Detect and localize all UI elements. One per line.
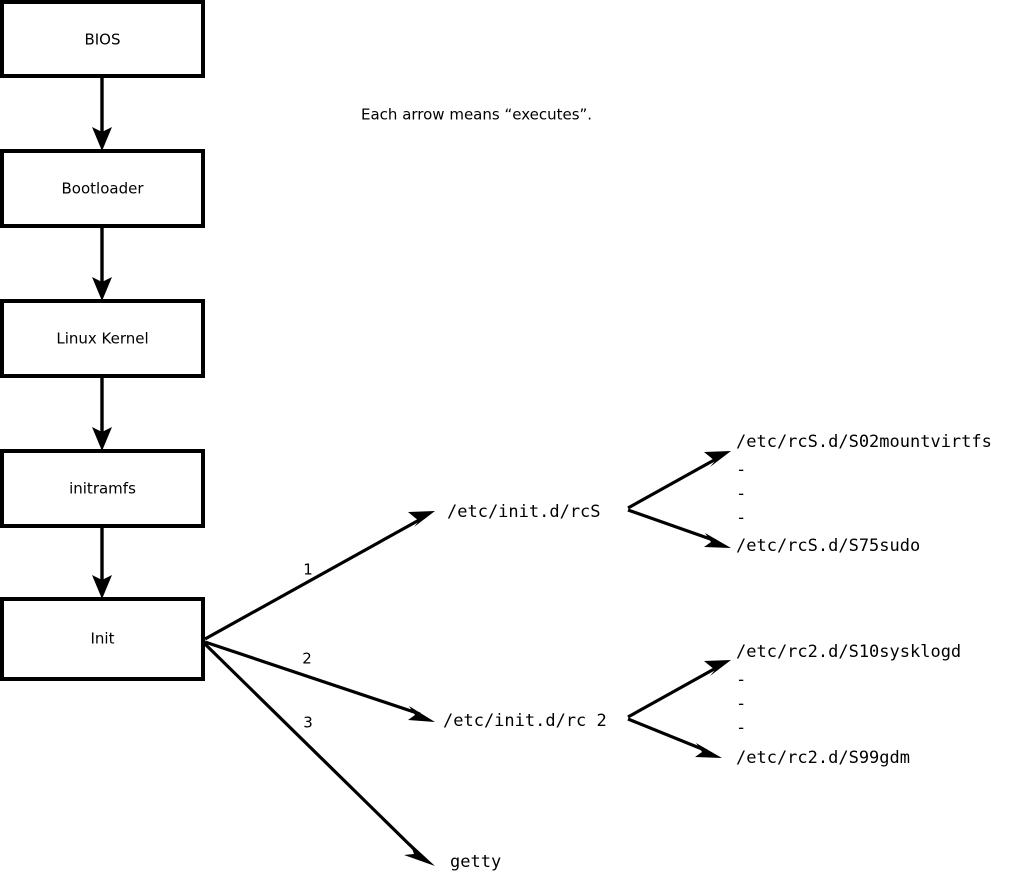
box-bios-label: BIOS bbox=[84, 31, 120, 49]
box-initramfs[interactable]: initramfs bbox=[0, 449, 205, 528]
label-getty: getty bbox=[450, 852, 501, 872]
arrowhead-initramfs-to-init bbox=[92, 575, 112, 599]
arrowhead-rcs-to-last-script bbox=[704, 533, 731, 548]
connector-rc2-to-first-script bbox=[627, 666, 717, 719]
arrowhead-bootloader-to-kernel bbox=[92, 277, 112, 301]
branch-number-1: 1 bbox=[303, 561, 313, 579]
branch-2-init-to-rc2: 2 /etc/init.d/rc 2 bbox=[204, 640, 607, 731]
box-init-rect bbox=[0, 597, 205, 681]
rc2-ellipsis-dash-2: - bbox=[736, 694, 746, 714]
box-init-label: Init bbox=[91, 630, 115, 648]
connector-init-to-rc2 bbox=[204, 640, 421, 716]
box-bootloader-rect bbox=[0, 149, 205, 228]
arrowhead-kernel-to-initramfs bbox=[92, 427, 112, 451]
rc2-ellipsis-dash-1: - bbox=[736, 670, 746, 690]
fanout-rc2-scripts: /etc/rc2.d/S10sysklogd - - - /etc/rc2.d/… bbox=[627, 642, 961, 768]
branch-number-3: 3 bbox=[303, 714, 313, 732]
arrowhead-init-to-getty bbox=[404, 843, 435, 866]
chain-connectors bbox=[92, 76, 112, 599]
caption-each-arrow-means-executes: Each arrow means “executes”. bbox=[361, 106, 592, 124]
label-etc-init-d-rcs: /etc/init.d/rcS bbox=[447, 502, 601, 522]
arrowhead-rc2-to-last-script bbox=[695, 743, 722, 758]
arrowhead-init-to-rcs bbox=[408, 511, 435, 527]
branch-number-2: 2 bbox=[302, 650, 312, 668]
branch-1-init-to-rcs: 1 /etc/init.d/rcS bbox=[204, 502, 601, 641]
rcs-ellipsis-dash-3: - bbox=[736, 508, 746, 528]
connector-rcs-to-first-script bbox=[627, 457, 717, 510]
box-bios[interactable]: BIOS bbox=[0, 0, 205, 78]
box-linux-kernel[interactable]: Linux Kernel bbox=[0, 299, 205, 378]
rc2-ellipsis-dash-3: - bbox=[736, 718, 746, 738]
arrowhead-init-to-rc2 bbox=[408, 706, 435, 722]
box-initramfs-label: initramfs bbox=[69, 480, 136, 498]
fanout-rcs-scripts: /etc/rcS.d/S02mountvirtfs - - - /etc/rcS… bbox=[627, 432, 992, 556]
arrowhead-rc2-to-first-script bbox=[704, 660, 731, 676]
box-bootloader[interactable]: Bootloader bbox=[0, 149, 205, 228]
connector-rcs-to-last-script bbox=[627, 508, 717, 543]
label-etc-init-d-rc-2: /etc/init.d/rc 2 bbox=[443, 711, 607, 731]
connector-init-to-getty bbox=[203, 642, 421, 856]
arrowhead-rcs-to-first-script bbox=[704, 451, 731, 467]
label-rcs-last-script: /etc/rcS.d/S75sudo bbox=[736, 536, 920, 556]
connector-init-to-rcs bbox=[204, 517, 422, 641]
label-rc2-first-script: /etc/rc2.d/S10sysklogd bbox=[736, 642, 961, 662]
box-linux-kernel-rect bbox=[0, 299, 205, 378]
branch-3-init-to-getty: 3 getty bbox=[203, 642, 501, 872]
rcs-ellipsis-dash-2: - bbox=[736, 484, 746, 504]
arrowhead-bios-to-bootloader bbox=[92, 127, 112, 151]
label-rcs-first-script: /etc/rcS.d/S02mountvirtfs bbox=[736, 432, 992, 452]
box-initramfs-rect bbox=[0, 449, 205, 528]
box-init[interactable]: Init bbox=[0, 597, 205, 681]
box-linux-kernel-label: Linux Kernel bbox=[56, 330, 148, 348]
rcs-ellipsis-dash-1: - bbox=[736, 460, 746, 480]
box-bios-rect bbox=[0, 0, 205, 78]
box-bootloader-label: Bootloader bbox=[62, 180, 145, 198]
label-rc2-last-script: /etc/rc2.d/S99gdm bbox=[736, 748, 910, 768]
connector-rc2-to-last-script bbox=[627, 717, 708, 753]
